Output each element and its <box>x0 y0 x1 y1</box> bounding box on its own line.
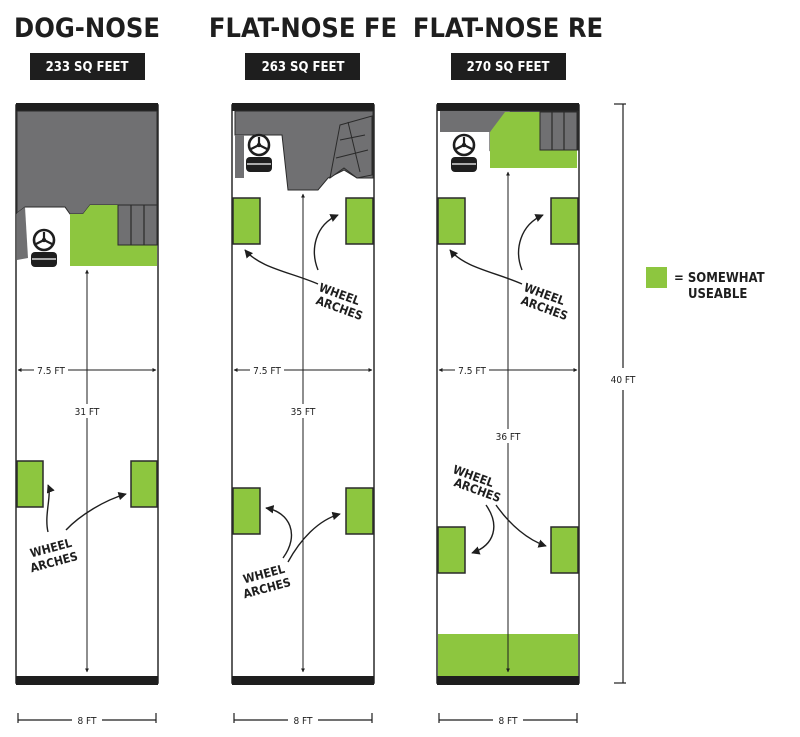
area-label: 270 SQ FEET <box>467 60 550 75</box>
area-label: 233 SQ FEET <box>46 60 129 75</box>
useable-front-area <box>490 112 577 168</box>
entry-steps <box>539 111 578 151</box>
front-bumper <box>437 103 579 111</box>
wheel-arch-rear-right <box>550 526 579 574</box>
front-bumper <box>232 103 374 111</box>
outer-width-label: 8 FT <box>293 716 313 727</box>
bus-flat-nose-fe: FLAT-NOSE FE 263 SQ FEET 7.5 FT 35 FT WH… <box>209 13 397 727</box>
width-label: 7.5 FT <box>253 366 281 377</box>
area-badge <box>451 53 566 80</box>
overall-length-label: 40 FT <box>611 375 636 386</box>
front-bumper <box>16 103 158 111</box>
wheel-arch-front-right <box>345 197 374 245</box>
overall-length-bracket: 40 FT <box>611 103 636 684</box>
upper-arrow-right <box>518 214 544 271</box>
length-label: 31 FT <box>75 407 100 418</box>
rear-bumper <box>232 676 374 685</box>
bus-dog-nose: DOG-NOSE 233 SQ FEET 7.5 FT 31 FT WHEEL … <box>14 13 160 727</box>
door-panel <box>17 207 28 260</box>
lower-arrow-left <box>471 504 495 555</box>
area-badge <box>30 53 145 80</box>
rear-bumper <box>16 676 158 685</box>
door-panel <box>235 135 244 178</box>
bus-title: DOG-NOSE <box>14 13 160 44</box>
entry-steps <box>329 115 373 180</box>
wheel-arch-front-left <box>437 197 466 245</box>
dash-panel <box>440 111 510 132</box>
width-label: 7.5 FT <box>458 366 486 377</box>
area-label: 263 SQ FEET <box>262 60 345 75</box>
length-label: 35 FT <box>291 407 316 418</box>
bus-flat-nose-re: FLAT-NOSE RE 270 SQ FEET 7.5 FT 36 FT WH… <box>413 13 603 727</box>
upper-arrow-left <box>449 249 523 285</box>
entry-steps <box>117 204 158 246</box>
legend-swatch <box>646 267 667 288</box>
rear-bumper <box>437 676 579 685</box>
lower-arrow-left <box>265 505 293 559</box>
wheel-arch-rear-left <box>437 526 466 574</box>
wheel-arch-right <box>130 460 158 508</box>
wheel-arch-rear-right <box>345 487 374 535</box>
lower-arrow-right <box>287 511 341 563</box>
legend: = SOMEWHAT USEABLE <box>646 267 765 302</box>
wheel-arch-rear-left <box>232 487 261 535</box>
arrow-right <box>65 492 127 531</box>
width-label: 7.5 FT <box>37 366 65 377</box>
outer-width-label: 8 FT <box>77 716 97 727</box>
upper-arrow-right <box>313 214 339 271</box>
bus-title: FLAT-NOSE FE <box>209 13 397 44</box>
legend-label-line2: USEABLE <box>688 287 747 302</box>
lower-arrow-right <box>495 504 547 548</box>
bus-title: FLAT-NOSE RE <box>413 13 603 44</box>
length-label: 36 FT <box>496 432 521 443</box>
upper-arrow-left <box>244 249 319 285</box>
arrow-left <box>46 484 55 533</box>
legend-label-line1: = SOMEWHAT <box>674 271 765 286</box>
engine-area <box>16 110 158 215</box>
wheel-arch-left <box>16 460 44 508</box>
outer-width-label: 8 FT <box>498 716 518 727</box>
wheel-arch-front-left <box>232 197 261 245</box>
area-badge <box>245 53 360 80</box>
wheel-arch-front-right <box>550 197 579 245</box>
